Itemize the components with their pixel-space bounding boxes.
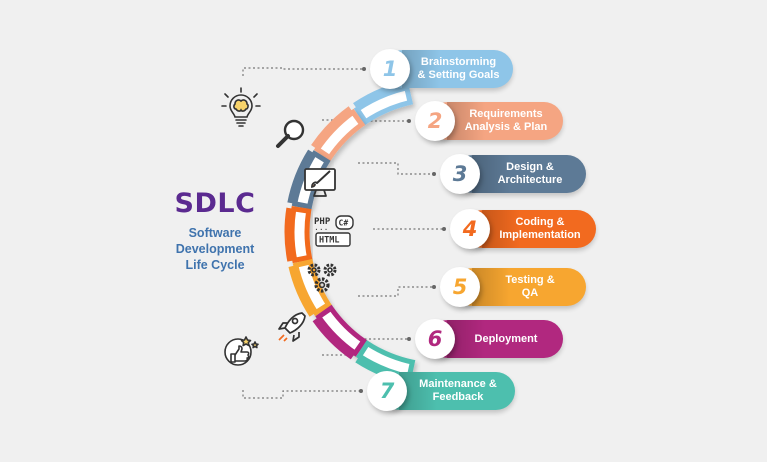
segment-icons: PHP ... C# HTML (221, 87, 354, 366)
stage-number-5: 5 (440, 267, 480, 307)
stage-number-3: 3 (440, 154, 480, 194)
connector-end-dot (432, 285, 436, 289)
code-php-label: PHP (314, 217, 331, 227)
code-dots: ... (314, 223, 328, 232)
stage-number-2: 2 (415, 101, 455, 141)
arc-segment-7 (355, 340, 416, 380)
arc-segment-6 (315, 304, 368, 357)
stage-label-line-2: QA (521, 287, 539, 299)
subtitle-line-1: Software (188, 226, 242, 240)
stage-label-line-2: Analysis & Plan (464, 121, 548, 133)
stage-label-line-1: Maintenance & (419, 378, 497, 390)
stage-number-4: 4 (450, 209, 490, 249)
stage-label-3: Design &Architecture (482, 155, 586, 193)
stage-label-line-1: Testing & (505, 274, 555, 286)
connector-5 (358, 286, 434, 297)
code-html-label: HTML (319, 236, 339, 246)
code-icon: PHP ... C# HTML (314, 215, 354, 247)
stage-label-line-1: Coding & (515, 216, 565, 228)
stage-label-6: Deployment (457, 320, 563, 358)
magnifier-icon (276, 119, 305, 148)
stage-label-line-2: Feedback (432, 391, 484, 403)
connector-3 (358, 162, 434, 175)
stage-label-line-1: Requirements (469, 108, 543, 120)
stage-label-line-1: Design & (506, 161, 554, 173)
connector-end-dot (407, 337, 411, 341)
connector-end-dot (359, 389, 363, 393)
connector-6 (322, 338, 409, 356)
connector-end-dot (362, 67, 366, 71)
subtitle-line-3: Life Cycle (185, 258, 245, 272)
arc-band-3 (287, 149, 315, 204)
rocket-icon (278, 312, 306, 342)
stage-label-line-1: Brainstorming (420, 56, 497, 68)
stage-number-1: 1 (370, 49, 410, 89)
stage-label-4: Coding &Implementation (492, 210, 596, 248)
diagram-subtitle: Software Development Life Cycle (150, 225, 280, 273)
connector-end-dot (442, 227, 446, 231)
stage-label-1: Brainstorming& Setting Goals (412, 50, 513, 88)
title-block: SDLC Software Development Life Cycle (150, 188, 280, 273)
arc-segments (284, 80, 416, 385)
stage-number-7: 7 (367, 371, 407, 411)
monitor-brush-icon (304, 168, 336, 197)
arc-band-2 (311, 106, 353, 150)
arc-segment-4 (289, 205, 313, 264)
connector-end-dot (432, 172, 436, 176)
stage-number-6: 6 (415, 319, 455, 359)
stage-label-line-2: Implementation (499, 229, 581, 241)
connector-1 (242, 67, 364, 76)
arc-segment-1 (353, 84, 414, 126)
diagram-title: SDLC (174, 188, 256, 219)
brain-lightbulb-icon (221, 87, 261, 127)
arc-band-6 (312, 317, 355, 360)
arc-band-5 (288, 265, 316, 317)
code-csharp-label: C# (339, 219, 349, 228)
connector-7 (242, 390, 361, 399)
arc-band-4 (284, 207, 295, 262)
thumbs-up-icon (224, 336, 259, 366)
gears-icon (307, 263, 337, 293)
connector-end-dot (407, 119, 411, 123)
stage-label-5: Testing &QA (482, 268, 586, 306)
subtitle-line-2: Development (175, 242, 255, 256)
stage-label-line-1: Deployment (474, 332, 538, 345)
stage-label-line-2: & Setting Goals (417, 69, 500, 81)
stage-label-line-2: Architecture (497, 174, 563, 186)
arc-segment-2 (313, 108, 366, 162)
stage-label-7: Maintenance &Feedback (409, 372, 515, 410)
